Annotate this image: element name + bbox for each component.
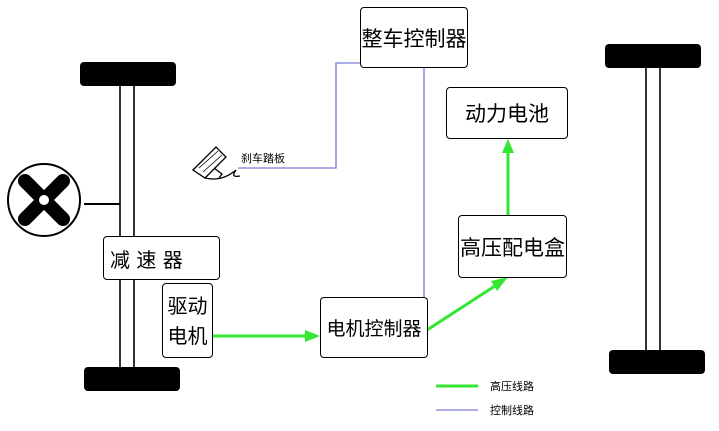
drive-motor-label-line2: 电机 bbox=[167, 323, 208, 348]
drive-motor-label-line1: 驱动 bbox=[167, 293, 208, 318]
hv-arrowhead-hvbox bbox=[491, 277, 508, 291]
hv-line-mcu-to-hvbox bbox=[426, 282, 499, 332]
reducer-label: 减 速 器 bbox=[110, 247, 183, 272]
legend-control-label: 控制线路 bbox=[490, 404, 534, 417]
steering-wheel-icon bbox=[7, 163, 120, 237]
drive-motor-box: 驱动 电机 bbox=[162, 283, 213, 358]
hv-distribution-box: 高压配电盒 bbox=[458, 215, 567, 278]
battery-box: 动力电池 bbox=[446, 87, 568, 139]
front-bottom-wheel bbox=[84, 367, 180, 391]
hv-distribution-label: 高压配电盒 bbox=[460, 235, 565, 260]
motor-controller-box: 电机控制器 bbox=[320, 297, 428, 358]
hv-arrowhead-battery bbox=[502, 139, 514, 153]
legend-high-voltage-label: 高压线路 bbox=[490, 380, 534, 393]
rear-bottom-wheel bbox=[609, 350, 705, 374]
vcu-label: 整车控制器 bbox=[361, 26, 467, 51]
battery-label: 动力电池 bbox=[465, 102, 549, 126]
hv-arrowhead-mcu bbox=[305, 330, 320, 342]
brake-pedal-label: 刹车踏板 bbox=[241, 152, 285, 165]
brake-pedal-icon bbox=[191, 146, 241, 180]
front-top-wheel bbox=[80, 62, 176, 86]
motor-controller-label: 电机控制器 bbox=[326, 318, 422, 340]
reducer-box: 减 速 器 bbox=[103, 236, 220, 280]
control-line-brake-to-vcu bbox=[238, 62, 361, 169]
vcu-box: 整车控制器 bbox=[360, 7, 468, 68]
rear-top-wheel bbox=[605, 44, 701, 68]
